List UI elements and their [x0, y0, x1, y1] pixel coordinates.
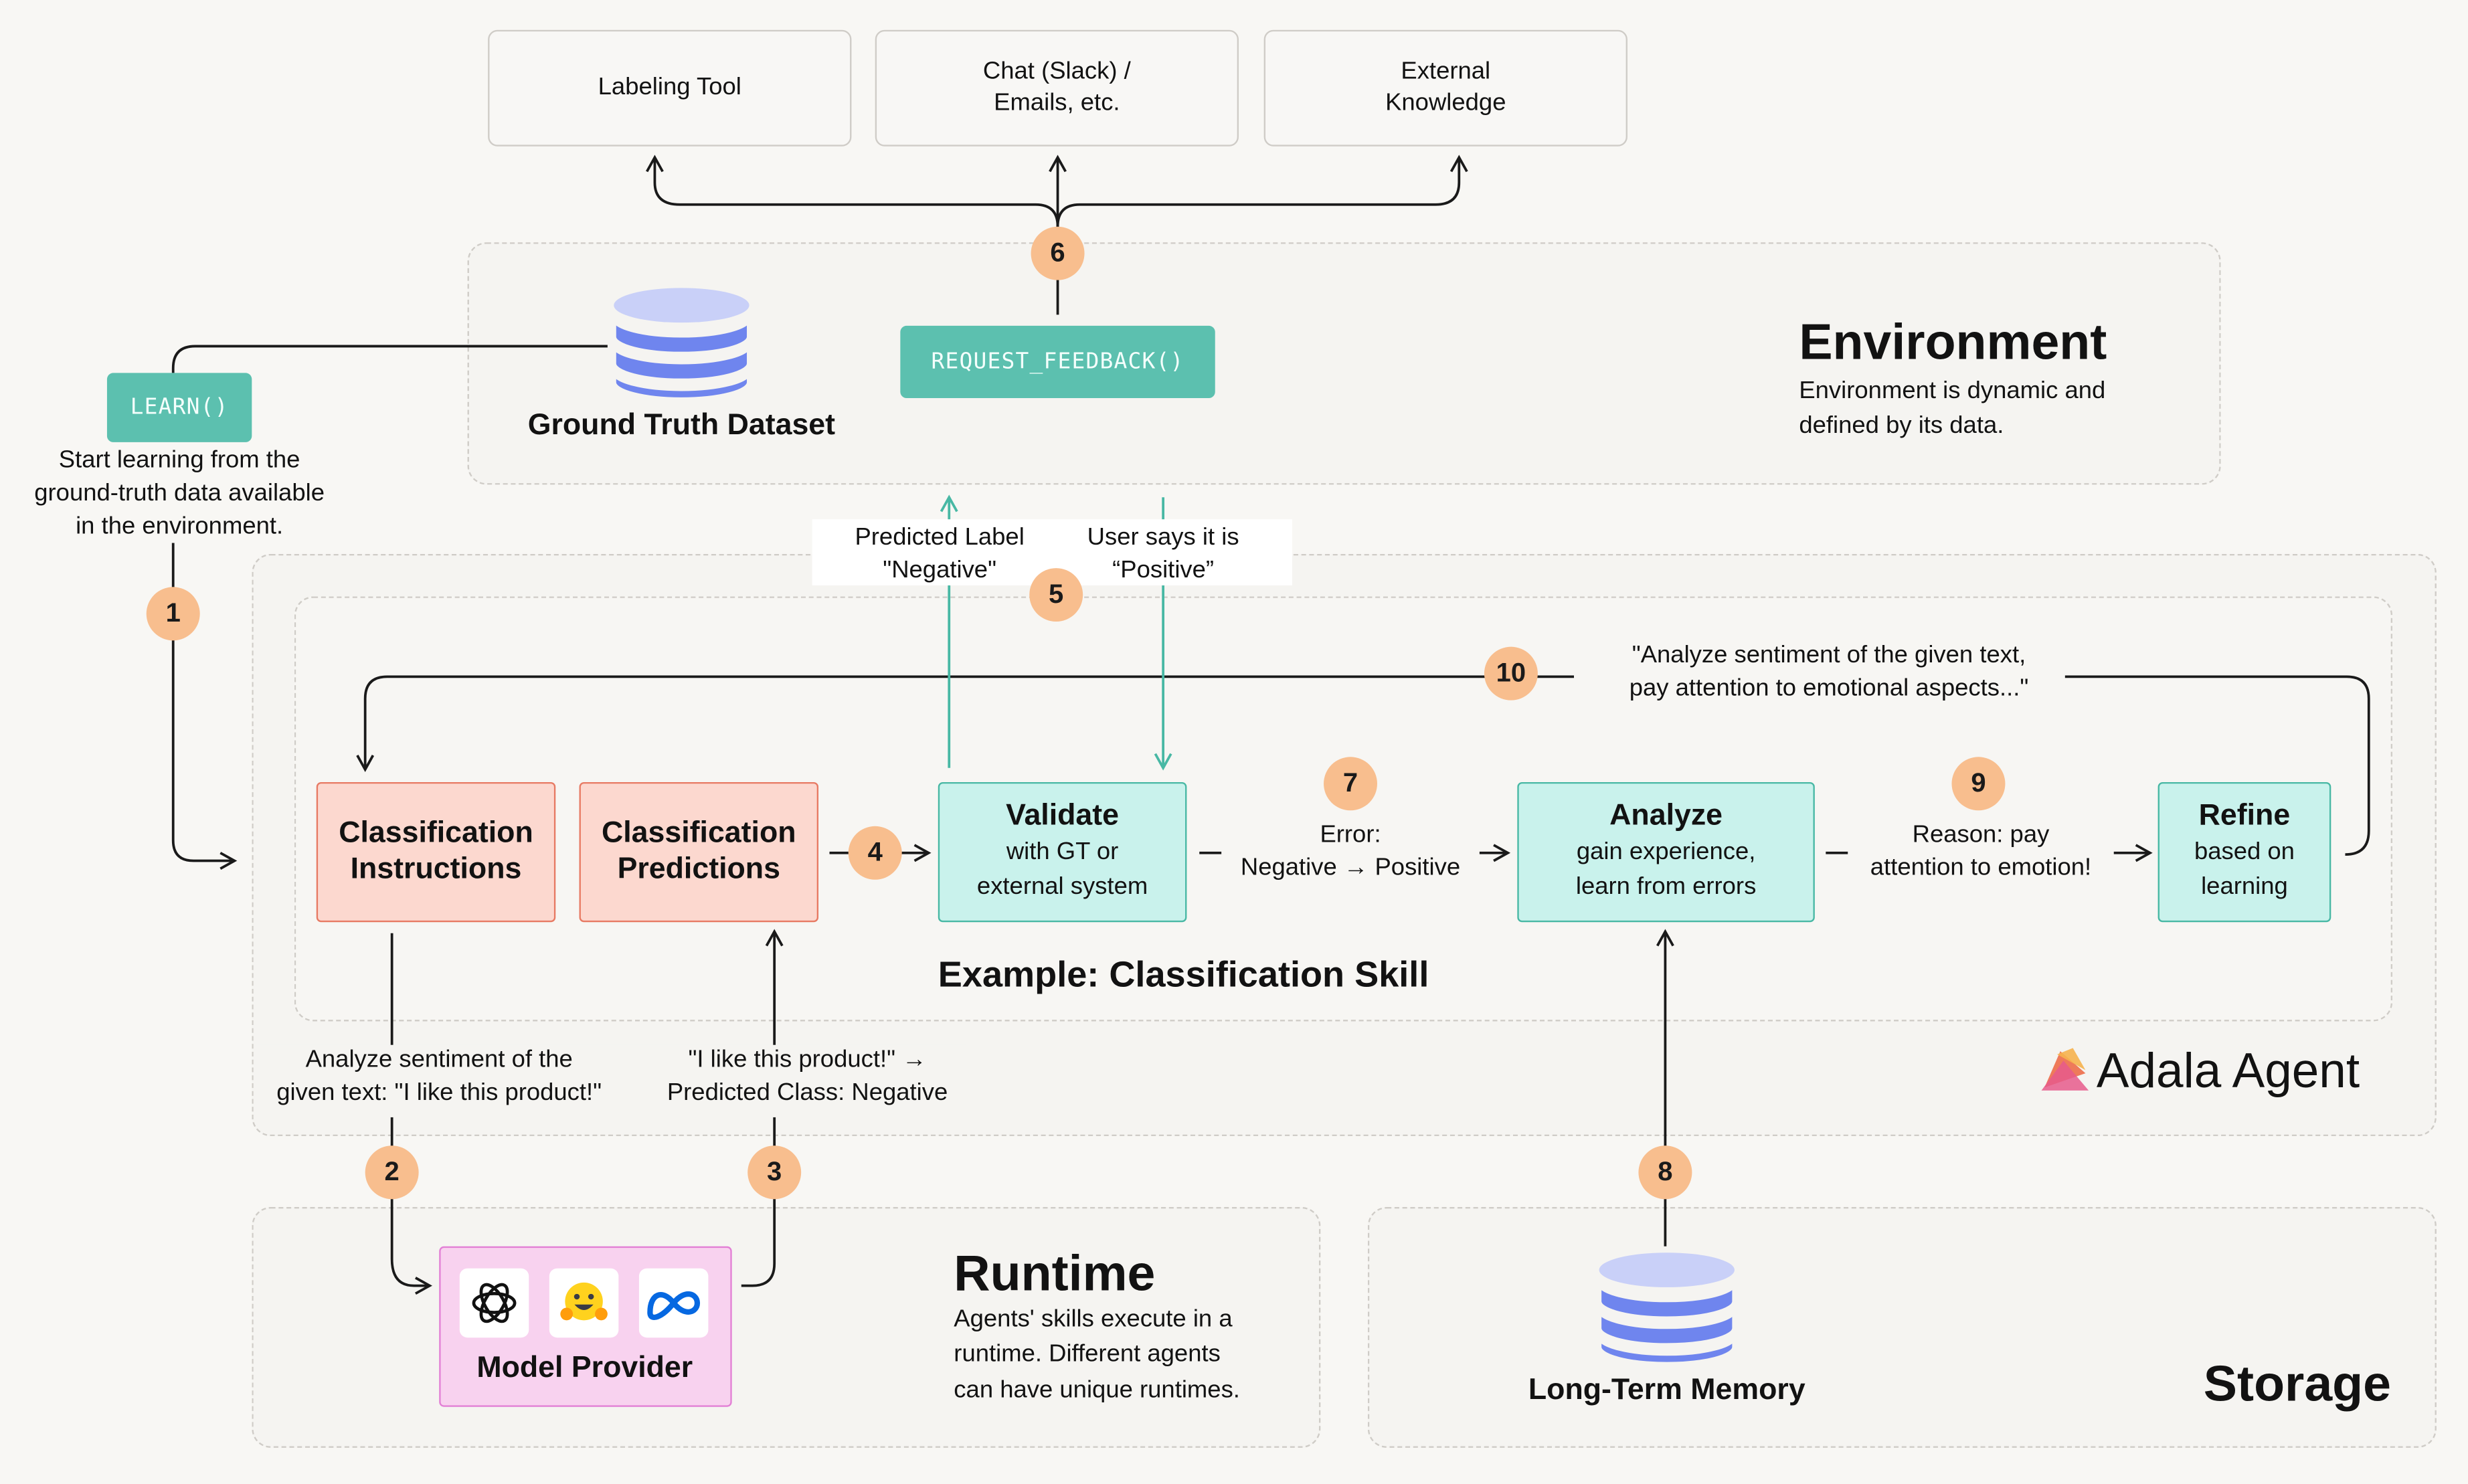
skill-caption: Example: Classification Skill: [938, 953, 1429, 995]
loop-instruction-text: "Analyze sentiment of the given text, pa…: [1629, 642, 2029, 702]
analyze-title: Analyze: [1609, 800, 1723, 834]
step-badge-5: 5: [1029, 568, 1083, 622]
analyze-box: Analyze gain experience, learn from erro…: [1517, 781, 1815, 923]
learn-caption: Start learning from the ground-truth dat…: [34, 446, 325, 540]
step-badge-8: 8: [1638, 1145, 1692, 1200]
validate-box: Validate with GT or external system: [938, 781, 1187, 923]
openai-icon: [459, 1268, 529, 1338]
runtime-description: Agents' skills execute in a runtime. Dif…: [954, 1306, 1240, 1404]
refine-title: Refine: [2198, 800, 2291, 834]
storage-title: Storage: [2203, 1355, 2392, 1412]
environment-description: Environment is dynamic and defined by it…: [1799, 377, 2106, 440]
database-icon: [611, 288, 752, 401]
step-badge-7: 7: [1324, 757, 1377, 811]
validate-subtitle: with GT or external system: [976, 839, 1148, 901]
environment-title: Environment: [1799, 313, 2107, 370]
step-badge-9: 9: [1951, 757, 2006, 811]
refine-box: Refine based on learning: [2157, 781, 2331, 923]
classification-predictions-box: Classification Predictions: [579, 781, 819, 923]
prompt-text: Analyze sentiment of the given text: "I …: [276, 1046, 602, 1107]
reason-label: Reason: pay attention to emotion!: [1870, 821, 2092, 881]
predicted-label-text: Predicted Label "Negative": [855, 524, 1025, 584]
model-provider-box: Model Provider: [439, 1246, 732, 1407]
step-badge-1: 1: [146, 587, 200, 641]
loop-text-bg: [1574, 637, 2065, 717]
analyze-subtitle: gain experience, learn from errors: [1575, 839, 1757, 901]
error-label: Error: Negative → Positive: [1240, 821, 1461, 881]
step-badge-4: 4: [848, 826, 902, 880]
runtime-panel: [252, 1206, 1321, 1448]
runtime-label-bg: [258, 1044, 967, 1117]
step-badge-2: 2: [365, 1145, 419, 1200]
prediction-text: "I like this product!" → Predicted Class…: [667, 1046, 948, 1107]
learn-button[interactable]: LEARN(): [106, 373, 252, 442]
external-knowledge-box: External Knowledge: [1263, 29, 1627, 147]
request-feedback-button[interactable]: REQUEST_FEEDBACK(): [900, 325, 1215, 399]
long-term-memory-label: Long-Term Memory: [1528, 1374, 1805, 1407]
refine-subtitle: based on learning: [2194, 839, 2295, 901]
user-says-text: User says it is “Positive”: [1087, 524, 1239, 584]
ground-truth-dataset-label: Ground Truth Dataset: [527, 409, 836, 442]
chat-emails-box: Chat (Slack) / Emails, etc.: [875, 29, 1239, 147]
adala-agent-title: Adala Agent: [2096, 1043, 2360, 1099]
storage-panel: [1367, 1206, 2437, 1448]
huggingface-icon: [549, 1268, 619, 1338]
step-badge-10: 10: [1484, 646, 1538, 701]
environment-panel: [467, 242, 2221, 485]
meta-icon: [638, 1268, 709, 1338]
validate-title: Validate: [1006, 800, 1120, 834]
memory-database-icon: [1597, 1253, 1737, 1366]
step-badge-6: 6: [1031, 226, 1085, 280]
model-provider-label: Model Provider: [476, 1352, 693, 1385]
labeling-tool-box: Labeling Tool: [488, 29, 852, 147]
classification-instructions-box: Classification Instructions: [316, 781, 556, 923]
runtime-title: Runtime: [954, 1244, 1156, 1302]
step-badge-3: 3: [747, 1145, 802, 1200]
adala-logo-icon: [2041, 1048, 2089, 1091]
